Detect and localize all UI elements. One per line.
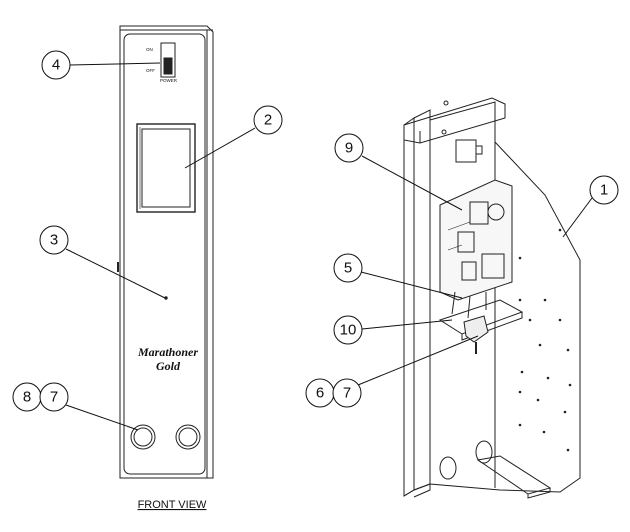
rear-view (403, 97, 581, 499)
left-fitting-outer (130, 424, 156, 450)
leader-4 (69, 62, 161, 66)
right-fitting-outer (175, 424, 201, 450)
callout-7-rear: 7 (343, 385, 351, 402)
brand-line2: Gold (156, 359, 181, 373)
callout-3-circle (39, 225, 69, 255)
front-cabinet-outline (119, 25, 214, 479)
callout-2: 2 (264, 112, 272, 129)
leader-3 (65, 248, 166, 299)
rear-left-column-face (413, 109, 431, 491)
callout-1: 1 (600, 182, 608, 199)
control-board (439, 179, 513, 301)
brand-line1: Marathoner (137, 345, 198, 359)
board-trace-1 (447, 221, 471, 231)
rear-left-column (403, 117, 415, 497)
callout-6: 6 (316, 385, 324, 402)
callout-10: 10 (340, 322, 357, 339)
callout-4-circle (41, 50, 71, 80)
rear-top-hole (443, 100, 449, 106)
lower-shelf-lip (461, 312, 523, 341)
callout-2-circle (253, 105, 283, 135)
right-fitting-inner (178, 427, 198, 447)
rear-bottom-fitting-right (475, 440, 493, 464)
callout-5: 5 (344, 260, 352, 277)
leader-5 (360, 271, 463, 299)
switch-power-label: POWER (160, 78, 178, 83)
callout-7-front-circle (39, 382, 69, 412)
callout-3: 3 (50, 232, 58, 249)
callout-7-rear-circle (332, 378, 362, 408)
board-trace-2 (447, 244, 463, 251)
callout-1-circle (589, 175, 619, 205)
bottom-tray-lip (527, 488, 551, 499)
front-view (117, 25, 214, 479)
rear-back-plate (429, 101, 581, 493)
rear-top-bracket (403, 97, 506, 144)
switch-on-label: ON (146, 47, 153, 52)
board-component-d (461, 261, 477, 281)
display-window-frame (136, 123, 196, 213)
leader-2 (184, 127, 256, 169)
board-component-b (457, 231, 475, 253)
panel-center-point (164, 296, 168, 300)
callout-8: 8 (23, 389, 31, 406)
valve-body (463, 315, 489, 343)
callout-9: 9 (345, 140, 353, 157)
leader-9 (361, 155, 463, 211)
bottom-tray (476, 455, 552, 495)
leader-lines (65, 62, 593, 431)
callout-7-front: 7 (50, 389, 58, 406)
board-relay-round (487, 203, 505, 221)
leader-7-rear (357, 335, 479, 386)
left-fitting-inner (133, 427, 153, 447)
leader-7-front (65, 404, 139, 431)
callout-4: 4 (52, 57, 60, 74)
mounting-holes (518, 228, 572, 452)
rear-top-hole-2 (441, 129, 447, 135)
front-view-caption: FRONT VIEW (138, 499, 207, 511)
top-relay-tab (475, 145, 483, 155)
top-relay (455, 139, 477, 163)
callout-10-circle (333, 315, 363, 345)
front-panel-bezel (123, 33, 206, 475)
board-component-c (481, 253, 505, 279)
bottom-column-foot (403, 483, 431, 498)
callout-bubbles (12, 50, 619, 412)
rear-bottom-fitting-left (439, 456, 457, 480)
switch-off-label: OFF (146, 68, 155, 73)
power-switch-rocker[interactable] (163, 57, 173, 75)
callout-9-circle (334, 133, 364, 163)
callout-5-circle (333, 253, 363, 283)
display-window (141, 128, 191, 208)
leader-1 (562, 197, 593, 238)
leader-10 (361, 319, 453, 330)
